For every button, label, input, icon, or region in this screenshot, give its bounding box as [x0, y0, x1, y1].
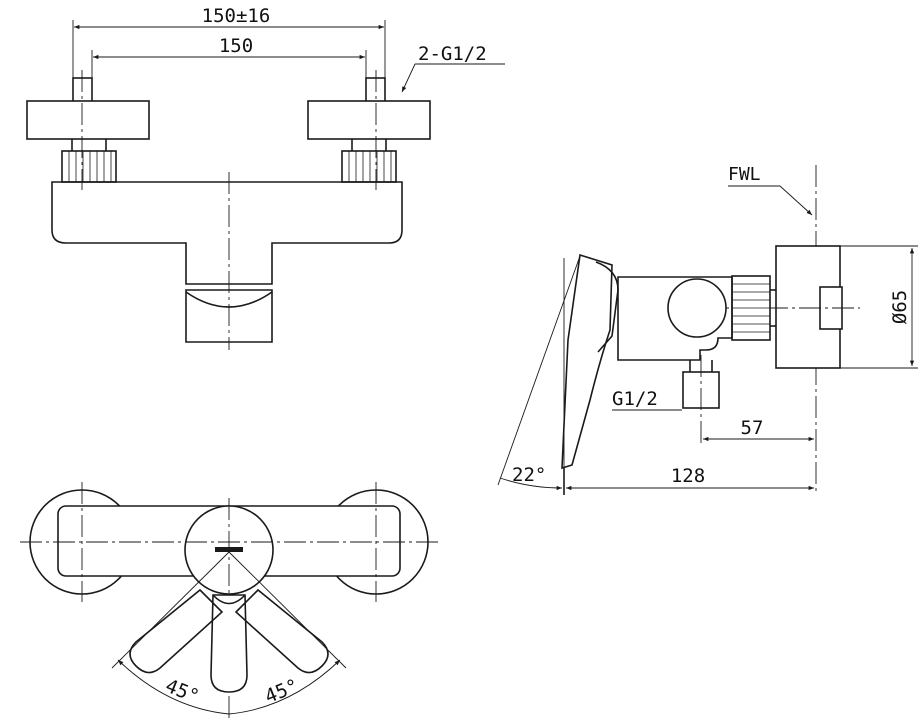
dim-label-150-tol: 150±16	[202, 5, 271, 27]
lever-handle-left	[129, 588, 224, 674]
dim-label-128: 128	[671, 465, 705, 487]
lever-handle-center	[210, 594, 248, 693]
lever-handle-side	[561, 253, 613, 470]
dim-label-outlet-thread: G1/2	[612, 388, 658, 410]
front-view: 150±16 150 2-G1/2	[26, 5, 505, 350]
dim-label-57: 57	[741, 417, 764, 439]
valve-body	[51, 181, 403, 285]
lever-handle-right	[234, 588, 329, 674]
dim-label-swing-right: 45°	[262, 675, 302, 708]
dim-label-inlet-thread: 2-G1/2	[418, 43, 487, 65]
top-view: 45° 45°	[20, 482, 440, 720]
spout	[185, 289, 273, 343]
dim-label-swing-left: 45°	[162, 675, 202, 708]
dim-label-150: 150	[219, 35, 253, 57]
side-view: FWL Ø65	[497, 164, 918, 495]
label-fwl: FWL	[728, 164, 761, 185]
dim-label-diameter: Ø65	[889, 290, 911, 324]
dim-label-lever-angle: 22°	[512, 464, 546, 486]
